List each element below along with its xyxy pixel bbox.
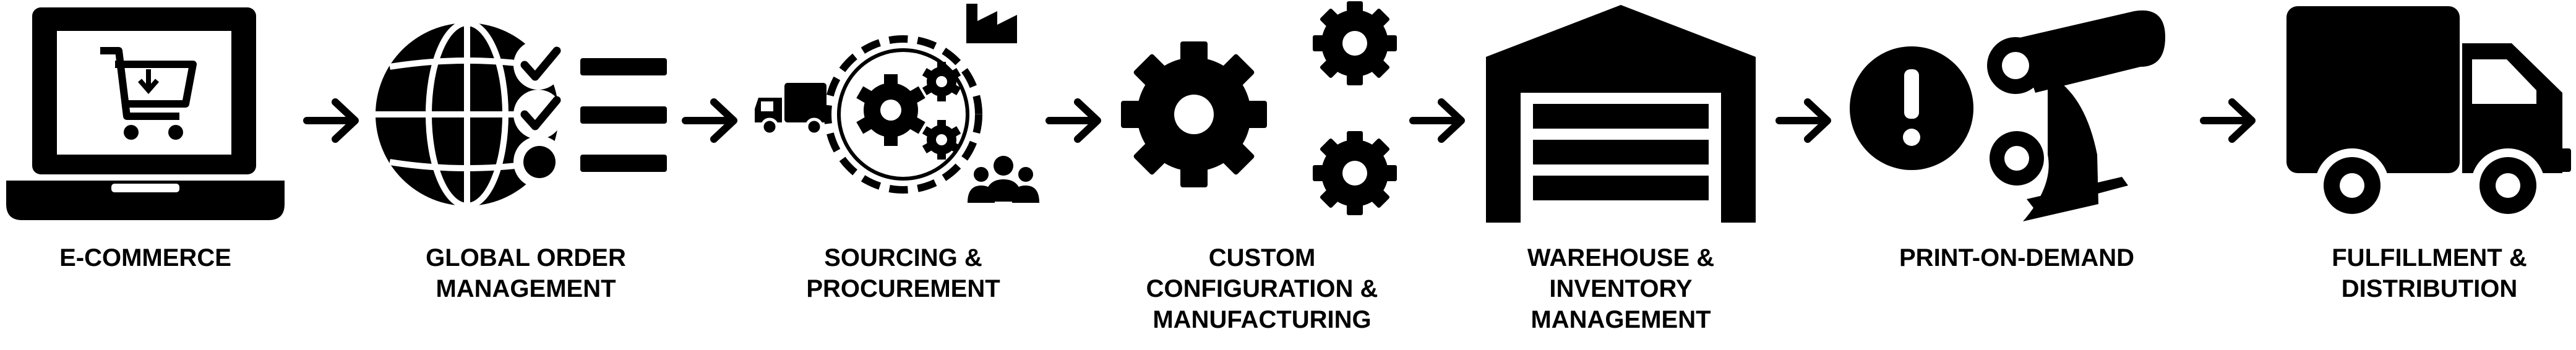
stage-global-order-management: GLOBAL ORDER MANAGEMENT [371, 0, 680, 350]
arrow-right-icon [303, 98, 359, 143]
warehouse-icon [1486, 5, 1756, 223]
stage-fulfillment-distribution: FULFILLMENT & DISTRIBUTION [2283, 0, 2576, 350]
arrow-right-icon [1775, 98, 1831, 143]
stage-label: GLOBAL ORDER MANAGEMENT [426, 244, 626, 302]
delivery-truck-icon [2286, 6, 2571, 223]
stage-custom-manufacturing: CUSTOM CONFIGURATION & MANUFACTURING [1114, 0, 1410, 350]
stage-label: SOURCING & PROCUREMENT [806, 244, 1000, 302]
stage-ecommerce: E-COMMERCE [0, 0, 291, 350]
gears-truck-factory-people-icon [755, 4, 1039, 203]
stage-print-on-demand: PRINT-ON-DEMAND [1850, 0, 2184, 350]
stage-label: CUSTOM CONFIGURATION & MANUFACTURING [1146, 244, 1378, 333]
globe-checklist-icon [376, 20, 667, 209]
stage-label: FULFILLMENT & DISTRIBUTION [2332, 244, 2527, 302]
arrow-right-icon [682, 98, 737, 143]
arrow-right-icon [2200, 98, 2256, 143]
alert-print-roll-icon [1850, 10, 2165, 221]
arrow-right-icon [1045, 98, 1101, 143]
stage-label: WAREHOUSE & INVENTORY MANAGEMENT [1527, 244, 1715, 333]
stage-sourcing-procurement: SOURCING & PROCUREMENT [755, 0, 1052, 350]
gears-icon [1121, 1, 1397, 215]
arrow-right-icon [1409, 98, 1465, 143]
stage-warehouse-inventory: WAREHOUSE & INVENTORY MANAGEMENT [1472, 0, 1769, 350]
stage-label: PRINT-ON-DEMAND [1899, 244, 2134, 271]
stage-label: E-COMMERCE [59, 244, 231, 271]
laptop-cart-icon [6, 7, 285, 220]
